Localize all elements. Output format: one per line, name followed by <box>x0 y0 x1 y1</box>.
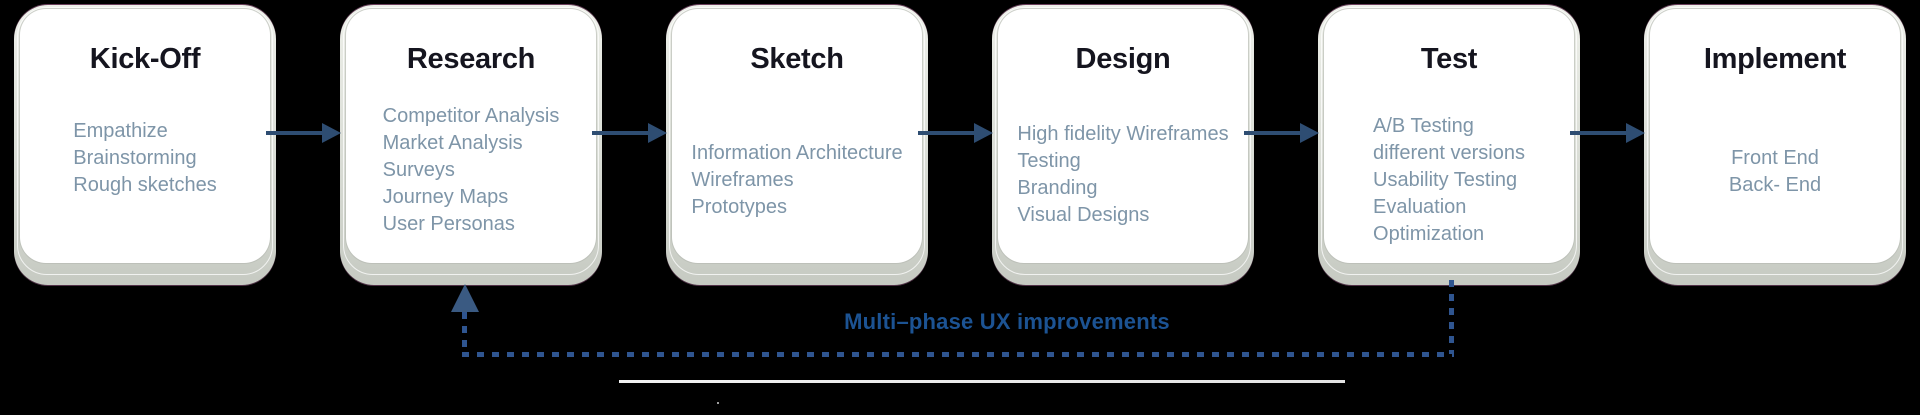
list-item: Journey Maps <box>382 186 509 208</box>
feedback-dashed-line-left <box>462 312 467 354</box>
card-face <box>998 9 1248 263</box>
card-face <box>20 9 270 263</box>
card-face <box>1650 9 1900 263</box>
list-item: Usability Testing <box>1373 169 1518 191</box>
list-item: Market Analysis <box>382 132 523 154</box>
card-title: Design <box>1075 43 1171 75</box>
card-items: High fidelity Wireframes Testing Brandin… <box>1000 121 1246 229</box>
list-item: Back- End <box>1728 174 1822 196</box>
list-item: User Personas <box>382 213 515 235</box>
feedback-dashed-line-right <box>1449 280 1454 354</box>
card-items: Competitor Analysis Market Analysis Surv… <box>348 103 594 238</box>
list-item: Brainstorming <box>73 147 197 169</box>
list-item: Branding <box>1017 177 1098 199</box>
stray-dot <box>717 402 719 404</box>
card-face <box>346 9 596 263</box>
card-research: Research Competitor Analysis Market Anal… <box>340 5 602 285</box>
list-item: different versions <box>1373 142 1525 164</box>
card-items: Empathize Brainstorming Rough sketches <box>22 118 268 199</box>
card-design: Design High fidelity Wireframes Testing … <box>992 5 1254 285</box>
list-item: Empathize <box>73 120 168 142</box>
card-title: Test <box>1420 43 1478 75</box>
card-test: Test A/B Testing different versions Usab… <box>1318 5 1580 285</box>
card-implement: Implement Front End Back- End <box>1644 5 1906 285</box>
list-item: Wireframes <box>691 169 794 191</box>
card-kick-off: Kick-Off Empathize Brainstorming Rough s… <box>14 5 276 285</box>
feedback-label: Multi–phase UX improvements <box>844 309 1170 334</box>
list-item: Rough sketches <box>73 174 217 196</box>
list-item: Prototypes <box>691 196 787 218</box>
list-item: Surveys <box>382 159 455 181</box>
card-title: Research <box>406 43 536 75</box>
card-face <box>672 9 922 263</box>
list-item: Competitor Analysis <box>382 105 560 127</box>
card-title: Implement <box>1703 43 1847 75</box>
feedback-dotted-line <box>462 352 1454 357</box>
feedback-arrowhead-up-icon <box>451 284 479 312</box>
list-item: Testing <box>1017 150 1081 172</box>
list-item: Evaluation <box>1373 196 1467 218</box>
card-items: A/B Testing different versions Usability… <box>1326 113 1572 248</box>
list-item: Visual Designs <box>1017 204 1150 226</box>
card-title: Kick-Off <box>89 43 201 75</box>
card-face <box>1324 9 1574 263</box>
card-title: Sketch <box>750 43 844 75</box>
list-item: High fidelity Wireframes <box>1017 123 1229 145</box>
divider-line <box>619 380 1345 383</box>
card-items: Information Architecture Wireframes Prot… <box>674 140 920 221</box>
list-item: Information Architecture <box>691 142 903 164</box>
card-sketch: Sketch Information Architecture Wirefram… <box>666 5 928 285</box>
list-item: Front End <box>1731 147 1819 169</box>
card-items: Front End Back- End <box>1652 145 1898 199</box>
list-item: Optimization <box>1373 223 1485 245</box>
list-item: A/B Testing <box>1373 115 1474 137</box>
